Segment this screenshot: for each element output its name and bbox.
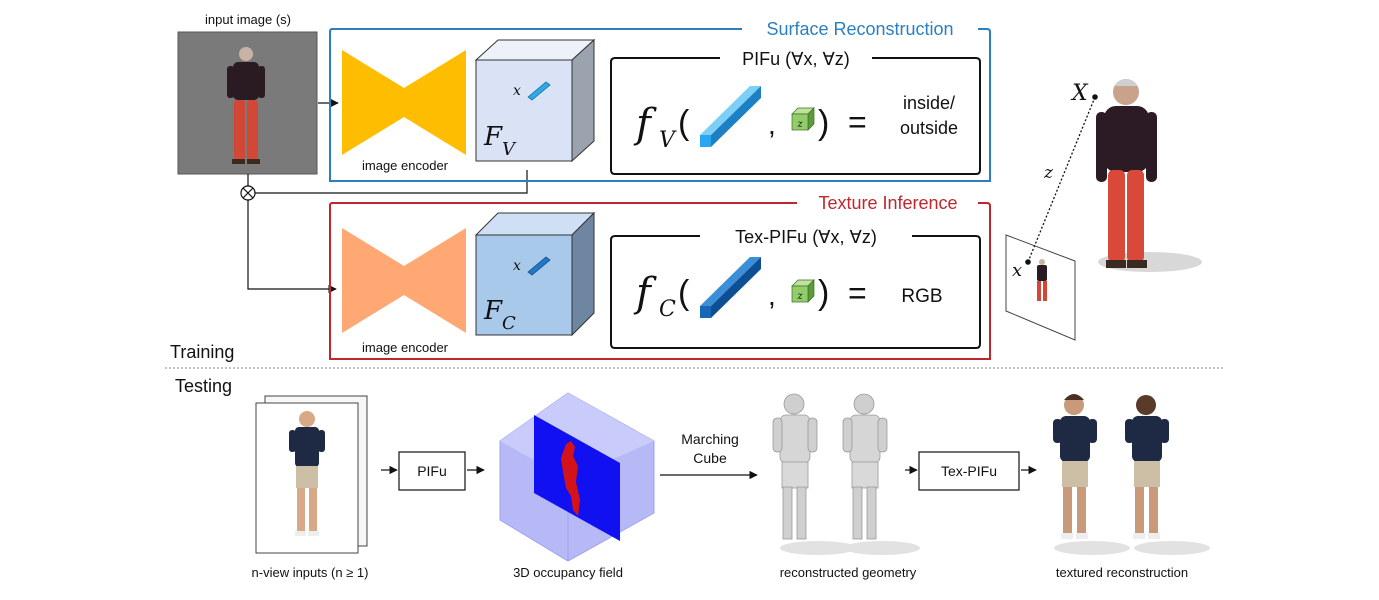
n-view-inputs-label: n-view inputs (n ≥ 1) xyxy=(252,565,369,580)
depth-z-box-v-icon xyxy=(791,107,815,131)
z-box-label-v: z xyxy=(796,119,803,130)
surface-reconstruction-frame xyxy=(329,28,991,182)
open-paren-c: ( xyxy=(678,274,690,312)
feature-v-subscript: V xyxy=(502,139,517,160)
pifu-title: PIFu (∀x, ∀z) xyxy=(742,49,850,69)
output-v-line1: inside/ xyxy=(903,93,955,113)
marching-cube-label-line1: Marching xyxy=(681,431,739,447)
surface-reconstruction-title: Surface Reconstruction xyxy=(766,19,953,39)
pifu-function-box xyxy=(610,57,981,175)
input-image xyxy=(177,31,318,175)
textured-reconstruction xyxy=(1053,394,1210,555)
function-c-subscript: C xyxy=(659,297,676,322)
camera-z-label: z xyxy=(1043,163,1054,183)
pixel-feature-bar-c-icon xyxy=(700,257,761,318)
occupancy-field-cube xyxy=(499,392,655,562)
tex-pifu-button-box xyxy=(918,451,1020,491)
tex-pifu-title: Tex-PIFu (∀x, ∀z) xyxy=(735,227,877,247)
function-v-symbol: f xyxy=(633,101,657,147)
pixel-feature-bar-v-icon xyxy=(700,86,761,147)
z-box-label-c: z xyxy=(796,291,803,302)
camera-x-label: x xyxy=(1012,260,1022,281)
image-encoder-bottom xyxy=(342,228,466,333)
close-paren-c: ) xyxy=(818,274,829,312)
testing-section-label: Testing xyxy=(175,376,232,396)
output-c: RGB xyxy=(901,286,942,307)
pifu-button-box xyxy=(398,451,466,491)
image-encoder-bottom-label: image encoder xyxy=(362,340,449,355)
point-x-label-bottom: x xyxy=(513,258,521,274)
reconstructed-geometry-label: reconstructed geometry xyxy=(780,565,917,580)
point-x-label-top: x xyxy=(513,83,521,99)
equals-v: = xyxy=(848,104,867,140)
feature-c-symbol: F xyxy=(483,296,503,326)
feature-cube-c xyxy=(474,211,596,337)
tex-pifu-box-label: Tex-PIFu xyxy=(941,463,997,479)
open-paren-v: ( xyxy=(678,104,690,142)
equals-c: = xyxy=(848,275,867,311)
close-paren-v: ) xyxy=(818,104,829,142)
line-feature-to-operator xyxy=(255,170,528,194)
arrow-operator-to-encoder-bottom xyxy=(247,200,337,294)
camera-ray-illustration xyxy=(1005,79,1202,341)
textured-reconstruction-label: textured reconstruction xyxy=(1056,565,1188,580)
comma-c: , xyxy=(768,280,776,311)
texture-inference-title: Texture Inference xyxy=(818,193,957,213)
depth-z-box-c-icon xyxy=(791,279,815,303)
training-section-label: Training xyxy=(170,342,234,362)
function-v-subscript: V xyxy=(659,128,677,153)
output-v-line2: outside xyxy=(900,118,958,138)
feature-c-subscript: C xyxy=(502,313,516,334)
n-view-inputs-stack xyxy=(255,395,368,554)
tex-pifu-function-box xyxy=(610,235,981,349)
pifu-box-label: PIFu xyxy=(417,463,447,479)
image-encoder-top xyxy=(342,50,466,155)
image-encoder-top-label: image encoder xyxy=(362,158,449,173)
reconstructed-geometry xyxy=(772,393,920,555)
feature-v-symbol: F xyxy=(483,122,503,152)
feature-cube-v xyxy=(474,38,596,163)
input-image-label: input image (s) xyxy=(205,12,291,27)
occupancy-field-label: 3D occupancy field xyxy=(513,565,623,580)
comma-v: , xyxy=(768,109,776,140)
function-c-symbol: f xyxy=(633,270,657,316)
texture-inference-frame xyxy=(329,202,991,360)
camera-X-label: X xyxy=(1070,81,1089,106)
marching-cube-label-line2: Cube xyxy=(693,450,727,466)
